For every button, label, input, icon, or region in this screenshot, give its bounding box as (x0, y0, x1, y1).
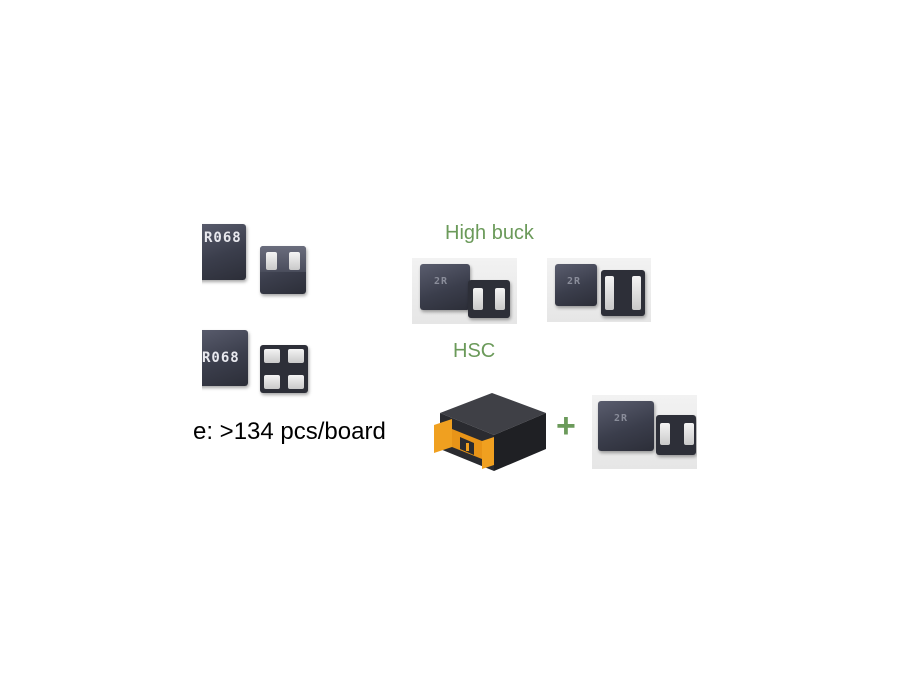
inductor-pads-top (260, 246, 306, 294)
inductor-4pad (260, 345, 308, 393)
label-high-buck: High buck (445, 222, 534, 244)
photo-high-buck-2: 2R (547, 258, 651, 322)
inductor-hb1-b (468, 280, 510, 318)
chip-marking-bottom: R068 (202, 350, 240, 366)
inductor-marked-bottom: R068 (202, 330, 248, 386)
photo-inductor-top-left: R068 (202, 222, 312, 302)
photo-high-buck-1: 2R (412, 258, 517, 324)
render-hsc-inductor (430, 385, 552, 473)
hsc-inductor-3d-icon (434, 393, 546, 471)
photo-hsc-inductors: 2R (592, 395, 697, 469)
inductor-marked-top: R068 (202, 224, 246, 280)
inductor-hsc-a: 2R (598, 401, 654, 451)
plus-sign: + (556, 407, 576, 445)
inductor-hb2-a: 2R (555, 264, 597, 306)
inductor-hb2-b (601, 270, 645, 316)
inductor-hb1-a: 2R (420, 264, 470, 310)
label-hsc: HSC (453, 340, 496, 362)
inductor-hsc-b (656, 415, 696, 455)
chip-marking-top: R068 (204, 230, 242, 246)
photo-inductor-bottom-left: R068 (202, 325, 314, 400)
count-text: e: >134 pcs/board (193, 418, 386, 445)
